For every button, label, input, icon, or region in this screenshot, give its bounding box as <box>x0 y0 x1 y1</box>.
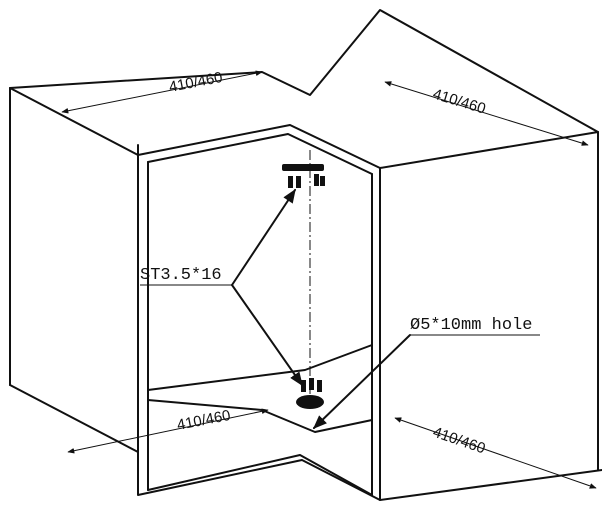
bottom-screw-1 <box>301 380 306 392</box>
dimension-lines <box>61 70 597 489</box>
top-bracket-plate <box>282 164 324 171</box>
dim-label-bottom-front: 410/460 <box>176 407 232 434</box>
shelf-back-edge <box>147 344 373 391</box>
interior-shelf <box>147 344 373 433</box>
cabinet-left-bottom-edge <box>9 384 139 453</box>
bottom-pivot-disc <box>296 395 324 409</box>
screw-leader-bottom <box>231 284 303 387</box>
hole-callout: Ø5*10mm hole <box>312 316 540 429</box>
top-bracket <box>282 164 325 188</box>
dim-line-bottom-front <box>67 408 269 454</box>
dim-line-bottom-right <box>394 417 597 489</box>
top-screw-4 <box>320 176 325 186</box>
bottom-screw-3 <box>317 380 322 392</box>
bottom-screw-2 <box>309 378 314 390</box>
dim-label-top-back: 410/460 <box>168 69 224 96</box>
dim-label-top-right: 410/460 <box>431 86 488 118</box>
cabinet-left-top-edge <box>9 87 139 156</box>
hole-leader <box>312 334 411 429</box>
cabinet-top-edge <box>9 9 599 133</box>
top-screw-2 <box>296 176 301 188</box>
cabinet-base-edge <box>137 144 602 501</box>
dim-label-bottom-right: 410/460 <box>431 424 488 458</box>
cabinet-right-top-edge <box>379 131 599 169</box>
hole-spec-label: Ø5*10mm hole <box>410 316 532 335</box>
bottom-pivot <box>296 378 324 409</box>
cabinet-outline <box>9 9 602 501</box>
frame-top-outer <box>137 124 381 169</box>
top-screw-3 <box>314 174 319 186</box>
frame-top-inner <box>147 133 373 175</box>
dim-line-top-right <box>384 81 589 146</box>
shelf-front-edge <box>147 399 373 433</box>
dim-line-top-back <box>61 70 263 114</box>
screw-callout: ST3.5*16 <box>140 188 303 387</box>
screw-leader-top <box>231 188 296 286</box>
cabinet-front-frame <box>137 124 381 496</box>
frame-bottom-inner <box>147 454 373 496</box>
screw-spec-label: ST3.5*16 <box>140 266 222 285</box>
top-screw-1 <box>288 176 293 188</box>
